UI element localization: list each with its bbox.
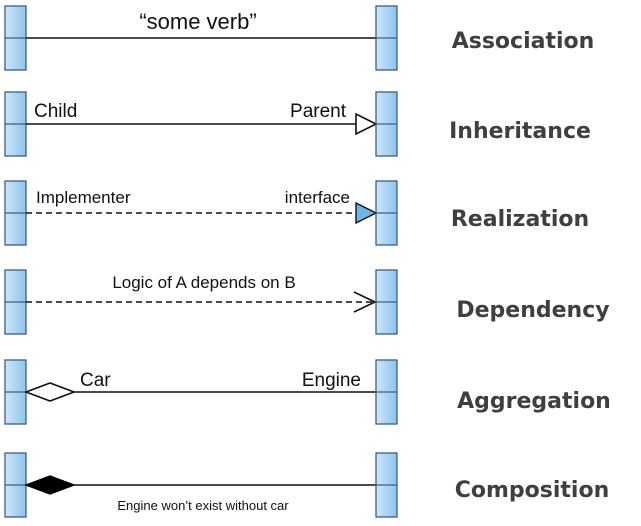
open-arrowhead (353, 291, 377, 313)
class-box-right (375, 359, 398, 425)
aggregation-right-label: Engine (302, 370, 361, 391)
realization-right-label: interface (285, 188, 350, 207)
aggregation-kind-label: Aggregation (457, 389, 611, 414)
composition-bottom-label: Engine won’t exist without car (117, 498, 289, 513)
class-box-right (375, 452, 398, 518)
dependency-kind-label: Dependency (456, 298, 609, 323)
hollow-diamond (23, 382, 77, 402)
class-box-right (375, 91, 398, 157)
class-box-left (4, 452, 27, 518)
class-box-left (4, 269, 27, 335)
row-composition: Engine won’t exist without car Compositi… (4, 452, 610, 518)
row-aggregation: Car Engine Aggregation (4, 359, 611, 425)
class-box-right (375, 269, 398, 335)
association-center-label: “some verb” (139, 9, 256, 34)
row-association: “some verb” Association (4, 5, 595, 71)
class-box-left (4, 359, 27, 425)
class-box-left (4, 180, 27, 246)
row-inheritance: Child Parent Inheritance (4, 91, 591, 157)
inheritance-left-label: Child (34, 101, 77, 122)
class-box-right (375, 5, 398, 71)
composition-kind-label: Composition (455, 478, 610, 503)
dependency-center-label: Logic of A depends on B (112, 273, 295, 292)
row-dependency: Logic of A depends on B Dependency (4, 269, 610, 335)
row-realization: Implementer interface Realization (4, 180, 589, 246)
inheritance-kind-label: Inheritance (449, 119, 591, 144)
aggregation-left-label: Car (80, 370, 111, 391)
class-box-right (375, 180, 398, 246)
filled-triangle-arrowhead (355, 201, 378, 225)
class-box-left (4, 5, 27, 71)
filled-diamond (24, 475, 76, 495)
association-kind-label: Association (452, 29, 595, 54)
hollow-triangle-arrowhead (355, 112, 378, 136)
realization-kind-label: Realization (451, 207, 589, 232)
inheritance-right-label: Parent (290, 101, 347, 122)
class-box-left (4, 91, 27, 157)
realization-left-label: Implementer (36, 188, 131, 207)
